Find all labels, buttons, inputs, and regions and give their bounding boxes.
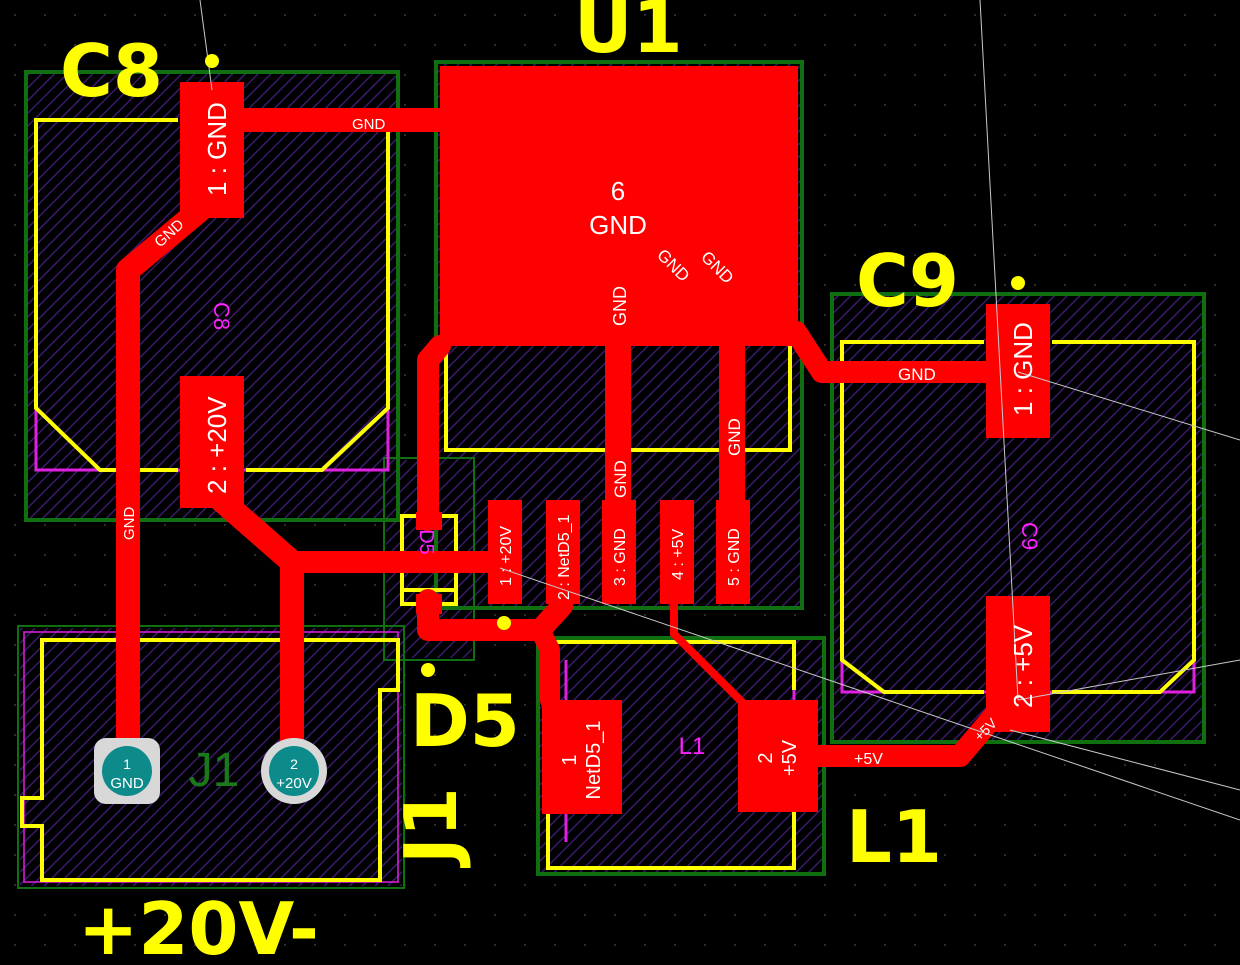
trace-label-gnd-pin3: GND [611, 460, 630, 498]
trace-5v-u1-l1 [670, 596, 746, 706]
ratsnest-1 [199, 0, 213, 91]
ref-c8: C8 [60, 29, 163, 113]
trace-netd5-d5-u1 [417, 589, 573, 641]
u1-tab-pour [440, 66, 798, 346]
c9-pad-2 [986, 596, 1050, 732]
fab-ref-c8: C8 [209, 302, 234, 330]
u1-pin3-label: 3 : GND [612, 528, 629, 586]
l1-pad2-number: 2 [755, 752, 777, 763]
j1-pin2-net: +20V [276, 775, 311, 792]
j1-pin-1-hole [102, 746, 152, 796]
board-label: +20V- [78, 887, 319, 965]
u1-pin5-label-text: 5 : GND [726, 528, 743, 586]
u1-pin-1 [488, 500, 522, 604]
c9-silk-outline [840, 340, 1196, 694]
c8-pad1-label-text: 1 : GND [202, 102, 232, 196]
c8-pad-2 [180, 376, 244, 508]
c8-courtyard [24, 70, 400, 522]
l1-pad2-net: +5V [779, 739, 801, 776]
trace-label-gnd-top: GND [352, 116, 386, 133]
c8-pin1-dot [205, 54, 219, 68]
ref-u1: U1 [574, 0, 683, 69]
u1-pin5-label: 5 : GND [726, 528, 743, 586]
ratsnest-3 [1017, 371, 1240, 441]
j1-pin1-number: 1 [123, 756, 131, 772]
u1-pin2-label-text: 2 : NetD5_1 [556, 515, 573, 601]
d5-pad-anode [416, 594, 442, 614]
j1-pin-2-hole [269, 746, 319, 796]
ratsnest-4 [1017, 659, 1240, 701]
trace-label-gnd-u1-vert: GND [610, 286, 630, 326]
trace-label-gnd-c8-vert: GND [121, 507, 138, 541]
c8-pad-1 [180, 82, 244, 218]
c9-pin1-dot [1011, 276, 1025, 290]
u1-pin-5 [716, 500, 750, 604]
trace-gnd-c8-j1 [116, 188, 224, 772]
j1-pin2-number: 2 [290, 756, 298, 772]
d5-pin1-dot [421, 663, 435, 677]
fab-ref-d5: D5 [415, 529, 437, 555]
ref-c9: C9 [856, 239, 959, 323]
c8-pad2-label: 2 : +20V [202, 396, 232, 494]
l1-pad2-label: 2 +5V [755, 739, 801, 776]
c9-pad1-label-text: 1 : GND [1008, 322, 1038, 416]
trace-label-5v-l1: +5V [854, 751, 883, 768]
l1-pad1-net: NetD5_1 [583, 721, 605, 800]
trace-netd5-l1 [530, 620, 560, 710]
trace-label-gnd-pin5: GND [725, 418, 744, 456]
j1-pin1-net: GND [110, 775, 144, 792]
c9-courtyard [830, 292, 1206, 744]
j1-courtyard [17, 625, 405, 889]
fab-ref-j1: J1 [189, 744, 240, 797]
ref-d5: D5 [410, 679, 520, 763]
trace-gnd-u1-left [417, 335, 451, 531]
ratsnest-5 [499, 567, 1240, 821]
u1-pin2-label: 2 : NetD5_1 [556, 515, 573, 601]
u1-pin3-label-text: 3 : GND [612, 528, 629, 586]
u1-pin1-dot [497, 616, 511, 630]
u1-pin1-label-text: 1 : +20V [498, 526, 515, 586]
copper-pads [180, 66, 1050, 814]
ref-l1: L1 [846, 795, 942, 879]
u1-tab-number: 6 [611, 176, 625, 206]
u1-pin4-label-text: 4 : +5V [670, 529, 687, 580]
l1-pad-1 [542, 700, 622, 814]
ratsnest-lines [199, 0, 1240, 821]
c9-pad-1 [986, 304, 1050, 438]
d5-pad-cathode [416, 512, 442, 530]
u1-pin-2 [546, 500, 580, 604]
u1-tab-net: GND [589, 210, 647, 240]
l1-pad1-label: 1 NetD5_1 [559, 721, 605, 800]
trace-label-gnd-c9: GND [898, 365, 936, 384]
ratsnest-6 [1009, 729, 1240, 791]
ref-j1: J1 [389, 787, 473, 869]
j1-pins [94, 738, 327, 804]
c9-pad2-label: 2 : +5V [1008, 624, 1038, 708]
j1-body [20, 628, 402, 886]
c8-pad1-label: 1 : GND [202, 102, 232, 196]
u1-pin-3 [602, 500, 636, 604]
fab-ref-c9: C9 [1017, 522, 1042, 550]
c8-pad2-label-text: 2 : +20V [202, 396, 232, 494]
u1-pin1-label: 1 : +20V [498, 526, 515, 586]
l1-pad-2 [738, 700, 818, 812]
j1-silk-outline [20, 638, 400, 882]
c9-pad2-label-text: 2 : +5V [1008, 624, 1038, 708]
l1-pad1-number: 1 [559, 754, 581, 765]
c9-pad1-label: 1 : GND [1008, 322, 1038, 416]
trace-gnd-u1-c9 [785, 321, 1011, 383]
u1-pin-4 [660, 500, 694, 604]
u1-pin4-label: 4 : +5V [670, 529, 687, 580]
fab-ref-l1: L1 [679, 733, 706, 760]
ratsnest-2 [979, 0, 1019, 701]
pin1-markers [205, 54, 1025, 677]
